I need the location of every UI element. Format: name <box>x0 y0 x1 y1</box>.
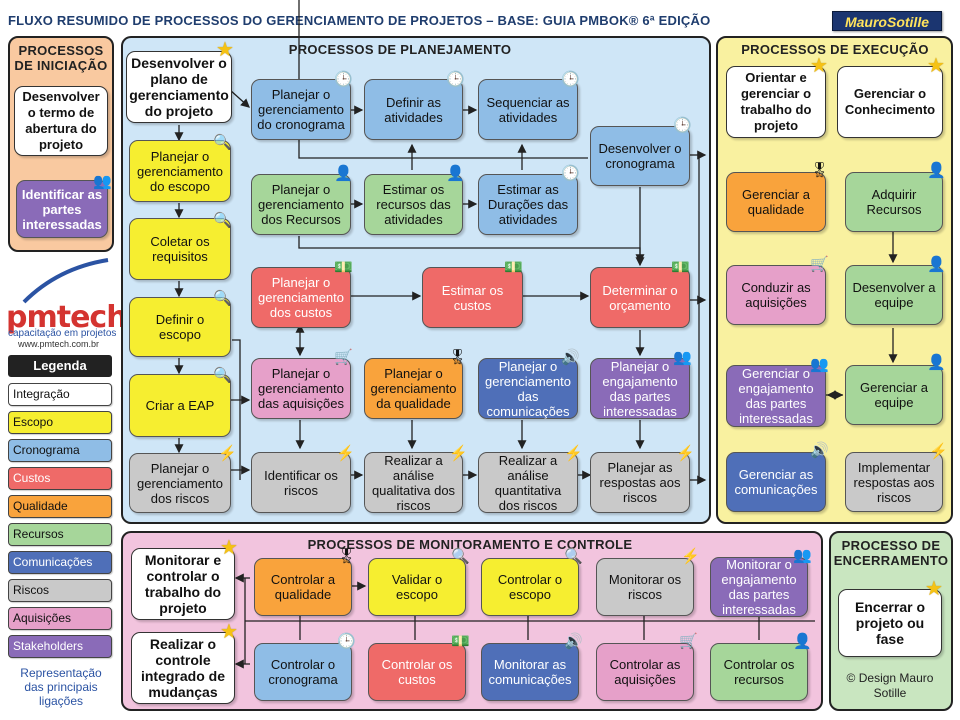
process-adquirir-recursos[interactable]: Adquirir Recursos <box>845 172 943 232</box>
process-gerenciar-qualidade[interactable]: Gerenciar a qualidade <box>726 172 826 232</box>
process-planejar-engajamento[interactable]: Planejar o engajamento das partes intere… <box>590 358 690 419</box>
process-planejar-custos[interactable]: Planejar o gerenciamento dos custos <box>251 267 351 328</box>
process-planejar-recursos[interactable]: Planejar o gerenciamento dos Recursos <box>251 174 351 235</box>
process-monitorar-controlar[interactable]: Monitorar e controlar o trabalho do proj… <box>131 548 235 620</box>
process-planejar-escopo[interactable]: Planejar o gerenciamento do escopo <box>129 140 231 202</box>
process-determinar-orcamento[interactable]: Determinar o orçamento <box>590 267 690 328</box>
legend-item: Custos <box>8 467 112 490</box>
legend-item: Aquisições <box>8 607 112 630</box>
pmtech-url: www.pmtech.com.br <box>18 339 100 349</box>
process-gerenciar-equipe[interactable]: Gerenciar a equipe <box>845 365 943 425</box>
monitoring-title: PROCESSOS DE MONITORAMENTO E CONTROLE <box>307 537 633 552</box>
process-criar-eap[interactable]: Criar a EAP <box>129 374 231 437</box>
process-controle-integrado[interactable]: Realizar o controle integrado de mudança… <box>131 632 235 704</box>
legend-note: Representação das principais ligações <box>20 666 102 708</box>
process-definir-escopo[interactable]: Definir o escopo <box>129 297 231 357</box>
process-estimar-duracoes[interactable]: Estimar as Durações das atividades <box>478 174 578 235</box>
process-desenvolver-plano[interactable]: Desenvolver o plano de gerenciamento do … <box>126 51 232 123</box>
process-estimar-recursos[interactable]: Estimar os recursos das atividades <box>364 174 463 235</box>
process-encerrar-projeto[interactable]: Encerrar o projeto ou fase <box>838 589 942 657</box>
process-estimar-custos[interactable]: Estimar os custos <box>422 267 523 328</box>
process-sequenciar-atividades[interactable]: Sequenciar as atividades <box>478 79 578 140</box>
process-planejar-respostas[interactable]: Planejar as respostas aos riscos <box>590 452 690 513</box>
legend-item: Recursos <box>8 523 112 546</box>
process-desenvolver-termo-abertura[interactable]: Desenvolver o termo de abertura do proje… <box>14 86 108 156</box>
process-monitorar-engajamento[interactable]: Monitorar o engajamento das partes inter… <box>710 557 808 617</box>
legend-item: Escopo <box>8 411 112 434</box>
process-validar-escopo[interactable]: Validar o escopo <box>368 558 466 616</box>
process-planejar-qualidade[interactable]: Planejar o gerenciamento da qualidade <box>364 358 463 419</box>
process-gerenciar-comunicacoes[interactable]: Gerenciar as comunicações <box>726 452 826 512</box>
process-controlar-cronograma[interactable]: Controlar o cronograma <box>254 643 352 701</box>
process-conduzir-aquisicoes[interactable]: Conduzir as aquisições <box>726 265 826 325</box>
process-gerenciar-engajamento[interactable]: Gerenciar o engajamento das partes inter… <box>726 365 826 427</box>
process-analise-quantitativa[interactable]: Realizar a análise quantitativa dos risc… <box>478 452 578 513</box>
process-coletar-requisitos[interactable]: Coletar os requisitos <box>129 218 231 280</box>
process-planejar-comunicacoes[interactable]: Planejar o gerenciamento das comunicaçõe… <box>478 358 578 419</box>
legend-item: Riscos <box>8 579 112 602</box>
process-identificar-riscos[interactable]: Identificar os riscos <box>251 452 351 513</box>
initiation-panel: PROCESSOS DE INICIAÇÃO Desenvolver o ter… <box>8 36 114 252</box>
execution-title: PROCESSOS DE EXECUÇÃO <box>741 42 929 57</box>
legend-item: Integração <box>8 383 112 406</box>
process-controlar-escopo[interactable]: Controlar o escopo <box>481 558 579 616</box>
pmtech-logo: pmtech <box>6 300 128 335</box>
planning-title: PROCESSOS DE PLANEJAMENTO <box>288 42 512 57</box>
process-planejar-riscos[interactable]: Planejar o gerenciamento dos riscos <box>129 453 231 513</box>
process-analise-qualitativa[interactable]: Realizar a análise qualitativa dos risco… <box>364 452 463 513</box>
initiation-title: PROCESSOS DE INICIAÇÃO <box>14 43 108 73</box>
process-planejar-cronograma[interactable]: Planejar o gerenciamento do cronograma <box>251 79 351 140</box>
legend-item: Cronograma <box>8 439 112 462</box>
process-controlar-qualidade[interactable]: Controlar a qualidade <box>254 558 352 616</box>
design-credit: © Design Mauro Sotille <box>846 671 934 700</box>
process-controlar-aquisicoes[interactable]: Controlar as aquisições <box>596 643 694 701</box>
legend-title: Legenda <box>8 355 112 377</box>
process-orientar-gerenciar[interactable]: Orientar e gerenciar o trabalho do proje… <box>726 66 826 138</box>
process-desenvolver-equipe[interactable]: Desenvolver a equipe <box>845 265 943 325</box>
process-implementar-respostas[interactable]: Implementar respostas aos riscos <box>845 452 943 512</box>
legend-item: Comunicações <box>8 551 112 574</box>
process-controlar-custos[interactable]: Controlar os custos <box>368 643 466 701</box>
process-desenvolver-cronograma[interactable]: Desenvolver o cronograma <box>590 126 690 186</box>
process-identificar-partes[interactable]: Identificar as partes interessadas <box>16 180 108 238</box>
pmtech-swoosh-icon <box>22 258 109 304</box>
process-monitorar-comunicacoes[interactable]: Monitorar as comunicações <box>481 643 579 701</box>
page-title: FLUXO RESUMIDO DE PROCESSOS DO GERENCIAM… <box>8 13 711 28</box>
closing-title: PROCESSO DE ENCERRAMENTO <box>833 538 949 568</box>
process-monitorar-riscos[interactable]: Monitorar os riscos <box>596 558 694 616</box>
process-controlar-recursos[interactable]: Controlar os recursos <box>710 643 808 701</box>
legend-item: Stakeholders <box>8 635 112 658</box>
process-definir-atividades[interactable]: Definir as atividades <box>364 79 463 140</box>
process-gerenciar-conhecimento[interactable]: Gerenciar o Conhecimento <box>837 66 943 138</box>
pmtech-tagline: capacitação em projetos <box>8 328 117 339</box>
brand-logo: MauroSotille <box>832 11 942 31</box>
process-planejar-aquisicoes[interactable]: Planejar o gerenciamento das aquisições <box>251 358 351 419</box>
legend-item: Qualidade <box>8 495 112 518</box>
